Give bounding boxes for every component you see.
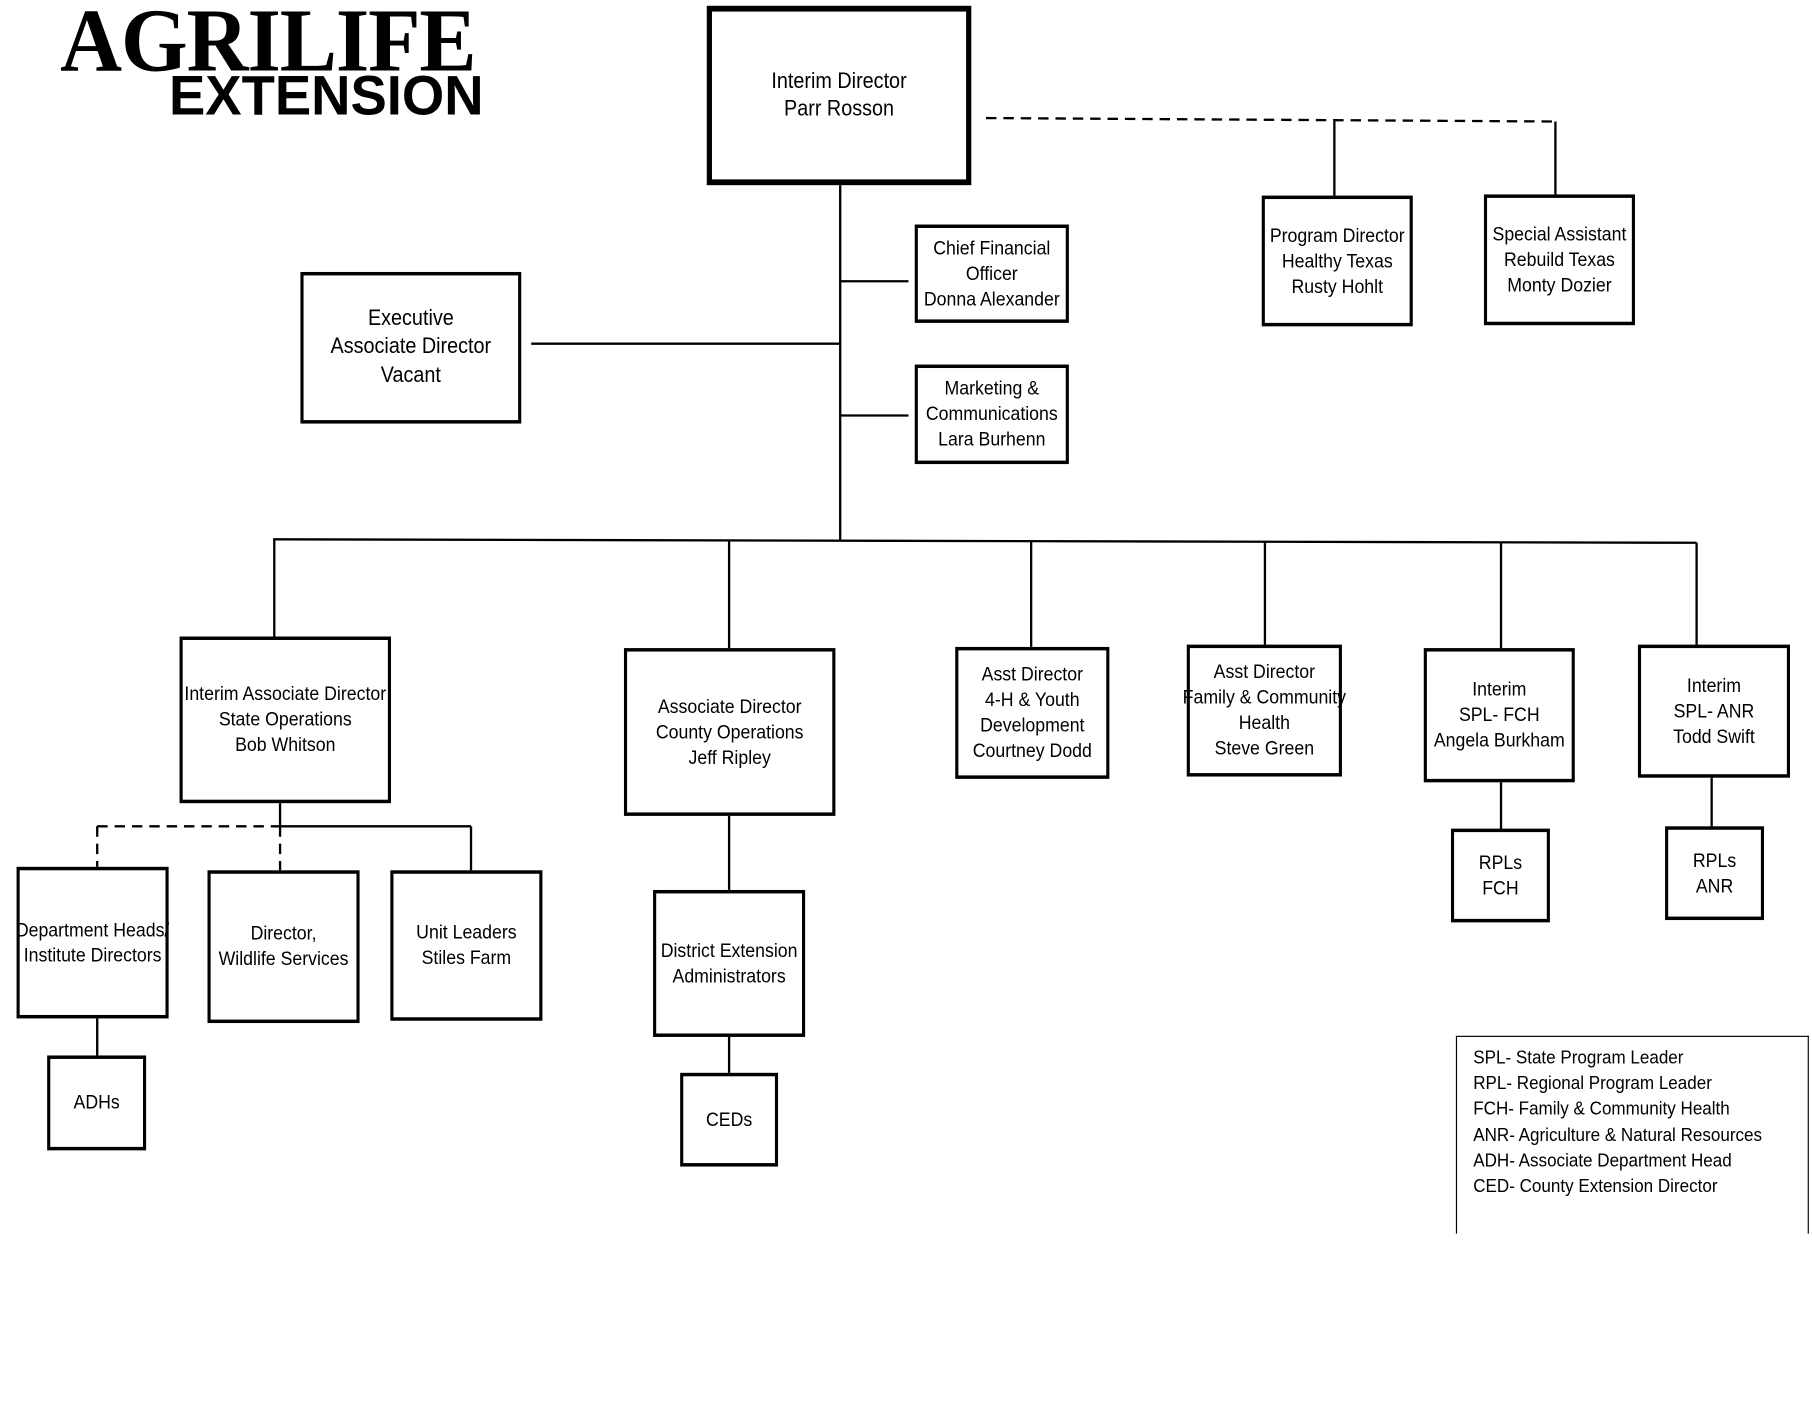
node-line: Program Director — [1269, 223, 1405, 246]
node-line: Asst Director — [981, 663, 1083, 686]
node-unit-leaders: Unit Leaders Stiles Farm — [390, 870, 543, 1021]
node-line: Courtney Dodd — [972, 739, 1092, 762]
node-line: Communications — [925, 402, 1058, 425]
node-line: Institute Directors — [23, 943, 162, 966]
legend-item: CED- County Extension Director — [1473, 1176, 1718, 1197]
node-line: Interim — [1686, 674, 1742, 697]
node-line: FCH — [1482, 876, 1519, 899]
node-department-heads: Department Heads/ Institute Directors — [15, 866, 170, 1019]
node-chief-financial-officer: Chief Financial Officer Donna Alexander — [914, 224, 1069, 323]
node-line: Associate Director — [330, 334, 492, 360]
node-asst-director-family-community-health: Asst Director Family & Community Health … — [1183, 644, 1346, 777]
node-line: Rebuild Texas — [1503, 248, 1615, 271]
node-line: State Operations — [218, 708, 352, 731]
node-line: Healthy Texas — [1281, 249, 1393, 272]
node-line: ADHs — [73, 1091, 120, 1114]
node-state-operations: Interim Associate Director State Operati… — [179, 636, 391, 804]
legend-item: ANR- Agriculture & Natural Resources — [1473, 1125, 1763, 1146]
node-spl-fch: Interim SPL- FCH Angela Burkham — [1423, 648, 1575, 783]
node-line: Asst Director — [1213, 660, 1316, 683]
node-line: Donna Alexander — [923, 287, 1060, 310]
main-horizontal-bus — [273, 538, 1697, 544]
node-line: Department Heads/ — [15, 918, 170, 941]
abbreviations-legend: SPL- State Program Leader RPL- Regional … — [1455, 1035, 1809, 1234]
node-line: Special Assistant — [1492, 222, 1627, 245]
node-line: Bob Whitson — [235, 733, 336, 756]
logo-extension-text: EXTENSION — [168, 65, 484, 128]
node-line: Family & Community — [1182, 686, 1347, 709]
node-line: Todd Swift — [1673, 725, 1755, 748]
node-line: RPLs — [1692, 848, 1737, 871]
node-line: Associate Director — [657, 694, 802, 717]
node-wildlife-services: Director, Wildlife Services — [207, 870, 360, 1024]
agrilife-extension-logo: AGRILIFE EXTENSION — [60, 0, 511, 128]
dotted-director-bus — [986, 116, 1556, 123]
node-line: Health — [1238, 711, 1290, 734]
node-line: Monty Dozier — [1507, 273, 1612, 296]
node-line: District Extension — [660, 939, 798, 962]
node-line: Interim Director — [771, 68, 907, 94]
node-special-assistant: Special Assistant Rebuild Texas Monty Do… — [1483, 194, 1635, 326]
node-line: Director, — [250, 922, 317, 945]
legend-item: FCH- Family & Community Health — [1473, 1099, 1730, 1120]
node-line: Unit Leaders — [416, 921, 517, 944]
node-line: Angela Burkham — [1433, 729, 1565, 752]
node-asst-director-4h: Asst Director 4-H & Youth Development Co… — [955, 646, 1110, 779]
node-marketing-communications: Marketing & Communications Lara Burhenn — [914, 364, 1069, 465]
logo-agrilife-text: AGRILIFE — [60, 0, 476, 91]
node-rpls-fch: RPLs FCH — [1450, 828, 1550, 923]
node-line: Marketing & — [944, 377, 1040, 400]
node-line: Steve Green — [1214, 737, 1315, 760]
node-line: Chief Financial — [933, 236, 1051, 259]
node-interim-director: Interim Director Parr Rosson — [706, 5, 972, 186]
legend-item: RPL- Regional Program Leader — [1473, 1074, 1712, 1094]
node-line: 4-H & Youth — [985, 688, 1080, 711]
connector-lines — [96, 116, 1713, 1074]
node-line: Vacant — [380, 363, 441, 388]
node-line: Executive — [367, 306, 454, 331]
node-line: Wildlife Services — [218, 947, 349, 970]
node-adhs: ADHs — [47, 1055, 147, 1151]
node-line: Administrators — [672, 964, 786, 987]
node-line: Parr Rosson — [784, 96, 895, 121]
node-county-operations: Associate Director County Operations Jef… — [623, 648, 836, 816]
legend-item: ADH- Associate Department Head — [1473, 1151, 1732, 1171]
node-program-director: Program Director Healthy Texas Rusty Hoh… — [1261, 195, 1413, 327]
node-line: RPLs — [1478, 851, 1523, 874]
node-line: Rusty Hohlt — [1291, 274, 1384, 297]
node-line: Development — [980, 714, 1085, 737]
node-executive-associate-director: Executive Associate Director Vacant — [300, 271, 522, 424]
node-line: Stiles Farm — [421, 946, 512, 969]
node-line: ANR — [1695, 874, 1734, 897]
node-line: CEDs — [705, 1108, 753, 1131]
node-line: County Operations — [655, 720, 804, 743]
node-line: Jeff Ripley — [688, 745, 771, 768]
node-line: Lara Burhenn — [938, 428, 1046, 451]
node-line: Officer — [965, 262, 1018, 285]
legend-item: SPL- State Program Leader — [1473, 1048, 1684, 1069]
node-line: SPL- ANR — [1673, 699, 1755, 722]
node-line: SPL- FCH — [1458, 703, 1540, 726]
node-spl-anr: Interim SPL- ANR Todd Swift — [1637, 644, 1790, 778]
node-line: Interim Associate Director — [184, 682, 387, 705]
node-line: Interim — [1472, 678, 1527, 701]
node-district-extension-administrators: District Extension Administrators — [653, 889, 806, 1037]
node-ceds: CEDs — [680, 1072, 779, 1167]
node-rpls-anr: RPLs ANR — [1665, 826, 1765, 921]
